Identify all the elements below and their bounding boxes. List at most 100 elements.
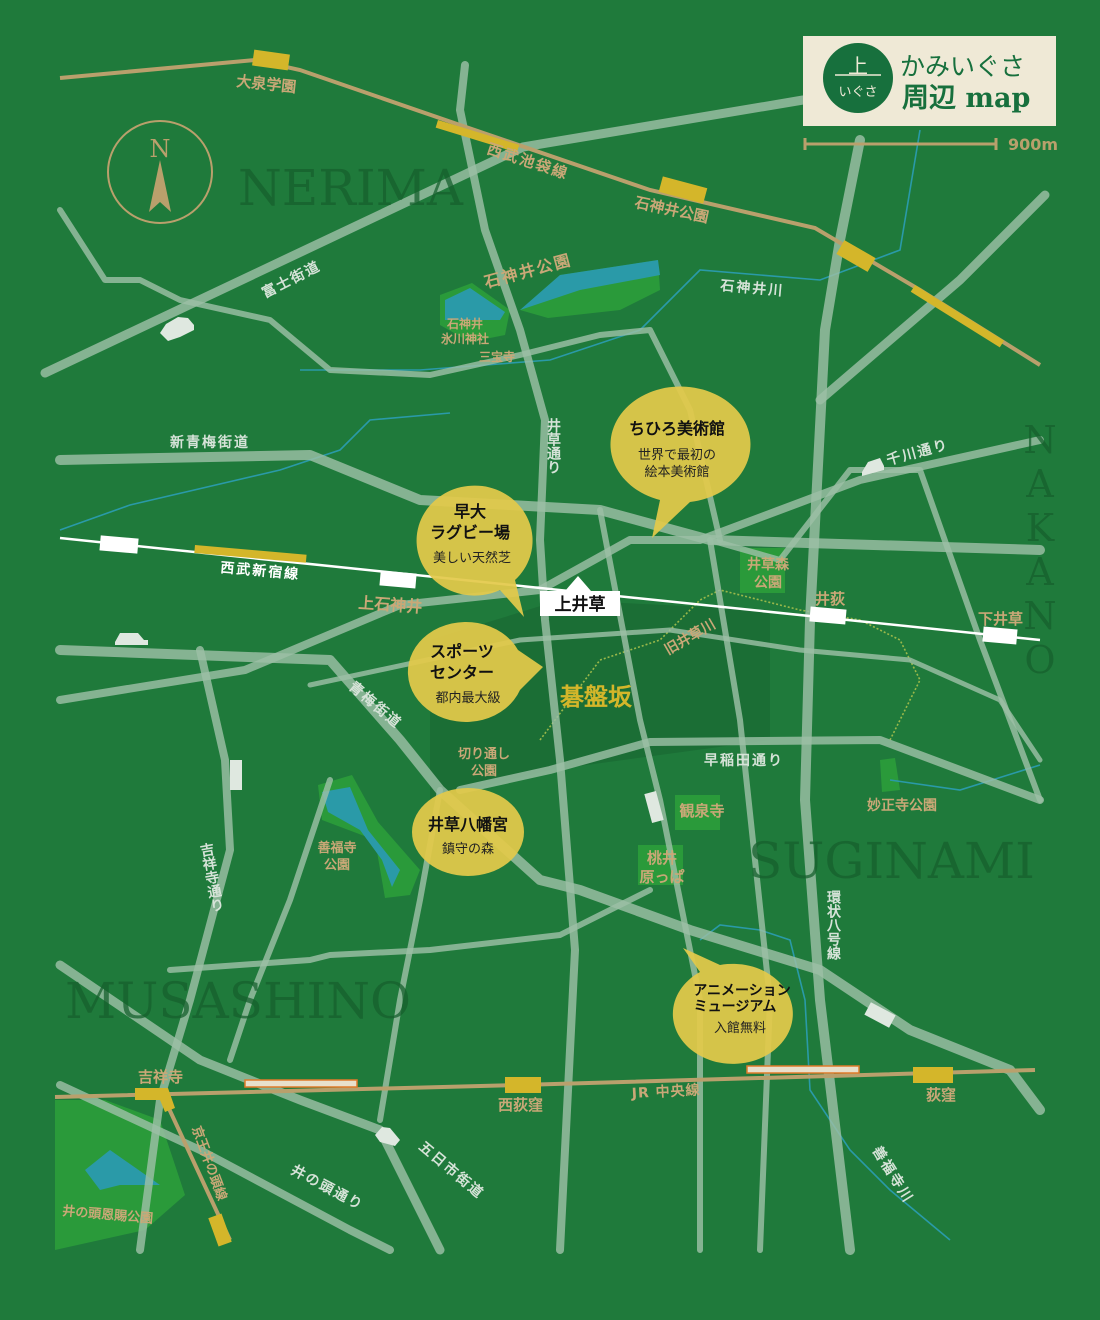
place-hikawa-line2: 氷川神社 [440, 331, 489, 346]
bubble-anime[interactable]: アニメーション ミュージアム 入館無料 [672, 948, 793, 1064]
road-west-2 [227, 777, 333, 1063]
bubble-chihiro-title: ちひろ美術館 [629, 419, 725, 438]
bubble-rugby-title1: 早大 [454, 502, 486, 521]
inokashira-dori [56, 1081, 394, 1254]
ome-kaido [55, 645, 1045, 1115]
sanpoji-pond [520, 260, 660, 310]
bubble-shape [416, 485, 533, 617]
zenpukuji-pond [322, 787, 400, 887]
station-kamiigusa[interactable]: 上井草 [555, 594, 606, 615]
north-arrow-icon [149, 160, 171, 212]
train-seibu-ikebukuro-2 [910, 285, 1005, 348]
scale-bar: 900m [803, 135, 1058, 154]
ward-suginami: SUGINAMI [748, 832, 1035, 890]
seibu-shinjuku-stations [99, 535, 1018, 645]
shakujii-pond [445, 288, 505, 320]
bubble-chihiro[interactable]: ちひろ美術館 世界で最初の 絵本美術館 [610, 386, 751, 538]
bubble-shape [672, 948, 793, 1064]
place-momoi-line2: 原っぱ [639, 868, 684, 886]
road-label-kanpachi: 環状八号線 [825, 890, 842, 961]
road-north [57, 207, 723, 543]
station-kamishakujii: 上石神井 [358, 593, 423, 616]
place-zenpukuji-line2: 公園 [324, 857, 350, 873]
road-ns-2 [707, 537, 773, 1253]
bubble-shape [610, 386, 751, 538]
bus-icon [230, 760, 242, 790]
place-inokashira-park: 井の頭恩賜公園 [62, 1203, 154, 1227]
bubble-chihiro-sub2: 絵本美術館 [644, 465, 709, 480]
place-igusamori-line2: 公園 [754, 575, 782, 591]
bubble-sports-sub: 都内最大級 [435, 690, 500, 706]
road-northeast [815, 190, 1050, 405]
kansenji-area [675, 795, 720, 830]
station-marker-shakujiikoen [658, 176, 708, 204]
igusa-dori [456, 61, 579, 1254]
station-nishiogikubo: 西荻窪 [498, 1096, 543, 1114]
zenpukuji-river [699, 924, 951, 1241]
ward-musashino: MUSASHINO [65, 972, 411, 1030]
itsukaichi-kaido [55, 960, 445, 1255]
place-sanpoji: 三宝寺 [479, 349, 515, 364]
station-ogikubo: 荻窪 [926, 1086, 956, 1104]
station-marker-kichijoji [135, 1088, 175, 1112]
inokashira-pond [85, 1150, 160, 1190]
station-marker-inokashira-koen [208, 1213, 232, 1247]
bus-icon [644, 790, 664, 824]
place-kansenji: 観泉寺 [679, 802, 724, 820]
kyu-igusa-river [539, 589, 921, 741]
place-myoshoji: 妙正寺公園 [867, 797, 937, 814]
train-seibu-shinjuku [194, 545, 307, 563]
bubble-anime-sub: 入館無料 [714, 1021, 766, 1036]
bubble-rugby-sub: 美しい天然芝 [433, 550, 511, 566]
kichijoji-dori [136, 646, 234, 1254]
train-seibu-ikebukuro [435, 120, 520, 153]
place-kiridoshi-line2: 公園 [471, 763, 497, 779]
bus-icon [864, 1002, 896, 1028]
logo-title-line1: かみいぐさ [900, 52, 1025, 81]
logo-title-line2: 周辺 map [902, 83, 1030, 114]
place-momoi-line1: 桃井 [647, 849, 677, 867]
bubble-shape [407, 621, 543, 722]
station-iogi: 井荻 [815, 590, 846, 608]
bubble-sports[interactable]: スポーツ センター 都内最大級 [407, 621, 543, 722]
waseda-dori [456, 736, 1044, 804]
logo-mark-bottom: いぐさ [838, 85, 877, 100]
bubble-chihiro-sub1: 世界で最初の [638, 448, 716, 463]
map-icons [115, 317, 896, 1146]
car-icon [160, 317, 194, 341]
station-marker-nishiogikubo [505, 1077, 541, 1093]
place-kiridoshi-line1: 切り通し [458, 746, 510, 762]
trains [194, 120, 1005, 1088]
ward-nerima: NERIMA [238, 159, 464, 217]
station-marker-oizumigakuen [252, 49, 290, 71]
station-marker-iogi [809, 606, 847, 625]
station-markers [135, 49, 953, 1247]
line-seibu-shinjuku: 西武新宿線 [220, 559, 301, 583]
compass: N [107, 120, 213, 224]
bubble-hachimangu[interactable]: 井草八幡宮 鎮守の森 [412, 788, 524, 876]
road-label-igusa: 井草通り [545, 417, 561, 474]
logo-mark-top: 上 [848, 54, 868, 78]
bubble-hachimangu-sub: 鎮守の森 [442, 841, 494, 857]
bubble-rugby[interactable]: 早大 ラグビー場 美しい天然芝 [416, 485, 533, 617]
bubble-anime-title1: アニメーション [693, 983, 790, 999]
bubble-hachimangu-title: 井草八幡宮 [428, 815, 508, 834]
road-west-1 [167, 887, 653, 973]
logo-panel: 上 いぐさ かみいぐさ 周辺 map [803, 36, 1056, 126]
bubble-sports-title1: スポーツ [430, 642, 494, 661]
logo-mark [823, 43, 893, 113]
shakujii-river [300, 129, 921, 371]
road-label-shin-ome: 新青梅街道 [170, 434, 250, 451]
road-label-waseda: 早稲田通り [704, 752, 784, 769]
station-shimoigusa: 下井草 [978, 610, 1023, 628]
car-icon [862, 458, 884, 476]
myoshoji-river [889, 764, 1041, 791]
bubble-anime-title2: ミュージアム [694, 999, 777, 1015]
myoshoji-park-area [880, 758, 900, 792]
compass-n-label: N [150, 135, 171, 163]
scale-bar-label: 900m [1008, 135, 1058, 154]
place-igusamori-line1: 井草森 [747, 556, 790, 573]
place-hikawa-line1: 石神井 [446, 316, 483, 331]
station-marker-fujimidai [836, 240, 876, 272]
